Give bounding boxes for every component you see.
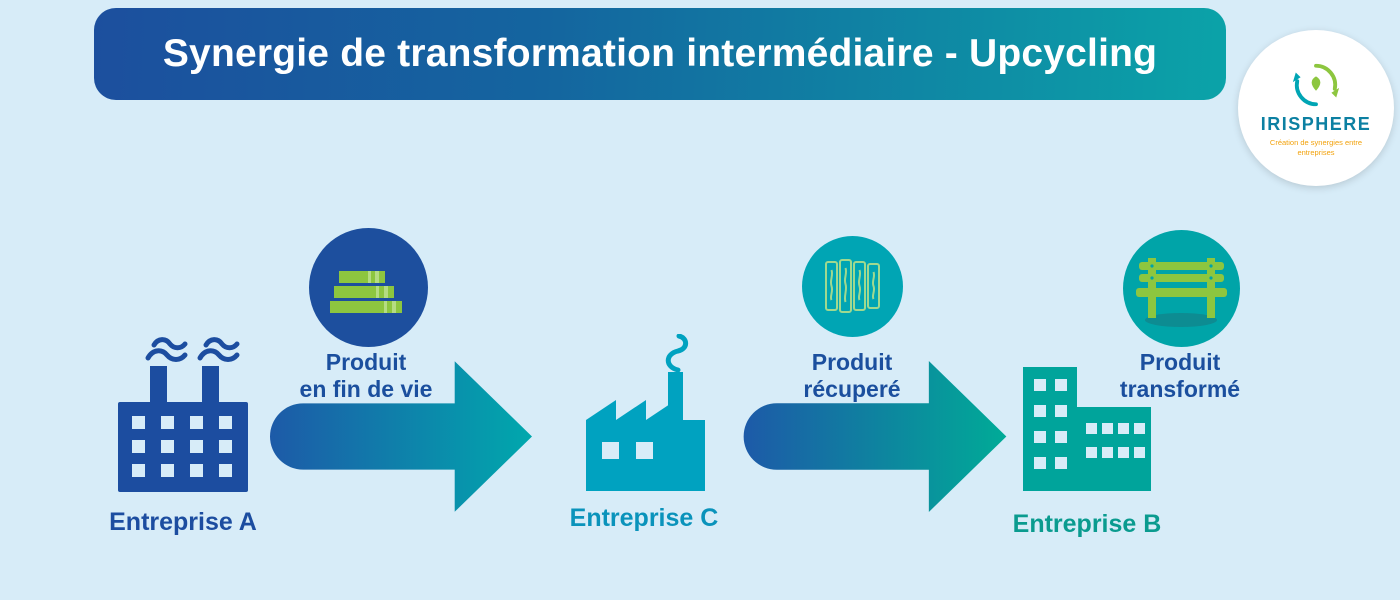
building-b-icon — [1023, 367, 1151, 491]
recovered-product-icon — [802, 236, 903, 337]
company-label-a: Entreprise A — [109, 508, 257, 536]
flow-arrow-2 — [743, 361, 1007, 512]
company-label-b: Entreprise B — [1012, 510, 1162, 538]
irisphere-logo: IRISPHERE Création de synergies entre en… — [1238, 30, 1394, 186]
product-label-2-line1: Produit — [811, 349, 893, 375]
logo-name: IRISPHERE — [1260, 114, 1372, 135]
company-label-c: Entreprise C — [569, 504, 719, 532]
transformed-product-icon — [1123, 230, 1240, 347]
product-label-2: Produit récuperé — [732, 349, 972, 403]
product-label-1-line1: Produit — [325, 349, 407, 375]
logo-tagline: Création de synergies entre entreprises — [1269, 138, 1363, 157]
product-label-3-line1: Produit — [1139, 349, 1221, 375]
product-label-2-line2: récuperé — [803, 376, 901, 403]
page-title: Synergie de transformation intermédiaire… — [162, 32, 1158, 75]
product-label-3: Produit transformé — [1060, 349, 1300, 403]
factory-c-icon — [586, 334, 705, 491]
product-label-1-line2: en fin de vie — [299, 376, 433, 403]
flow-arrow-1 — [270, 361, 532, 512]
product-label-3-line2: transformé — [1119, 376, 1241, 403]
product-label-1: Produit en fin de vie — [246, 349, 486, 403]
header-banner: Synergie de transformation intermédiaire… — [94, 8, 1226, 100]
factory-a-icon — [118, 337, 248, 492]
end-of-life-product-icon — [309, 228, 428, 347]
recycle-loop-icon — [1292, 63, 1340, 107]
